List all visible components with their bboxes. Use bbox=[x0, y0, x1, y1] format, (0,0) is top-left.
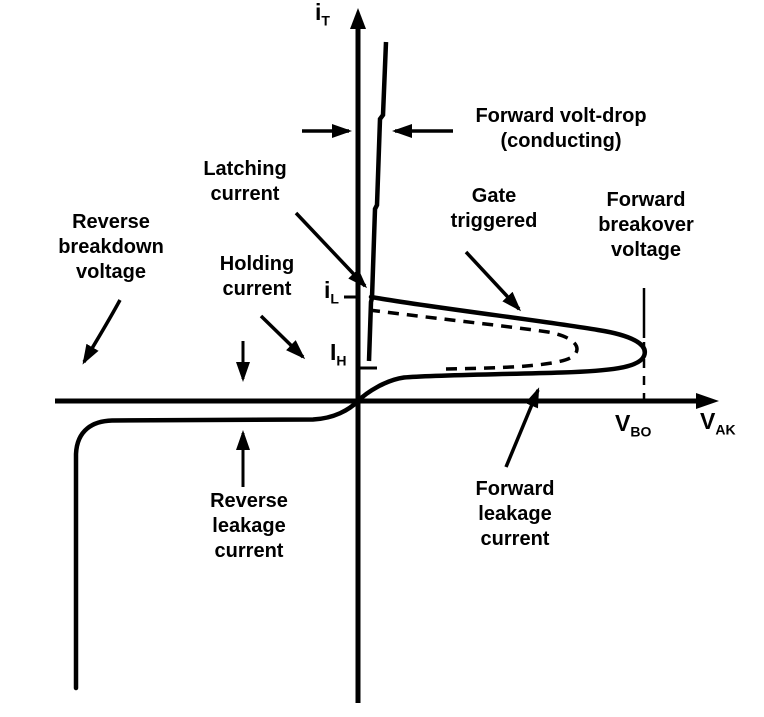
latching-tick-base: i bbox=[324, 277, 331, 303]
latching-current-arrow bbox=[294, 211, 368, 289]
blocking-and-reverse-curve bbox=[73, 294, 647, 691]
x-axis-label-base: V bbox=[700, 408, 716, 434]
holding-current-tick-label: IH bbox=[330, 339, 347, 368]
gate-triggered-curve bbox=[368, 308, 579, 371]
gate-triggered-label: Gate triggered bbox=[450, 185, 538, 232]
x-axis-label: VAK bbox=[700, 408, 736, 437]
x-axis-label-sub: AK bbox=[715, 421, 736, 438]
forward-leakage-current-label: Forward leakage current bbox=[475, 478, 555, 550]
holding-tick-sub: H bbox=[336, 352, 347, 369]
latching-tick-sub: L bbox=[330, 290, 339, 307]
forward-conducting-curve bbox=[366, 41, 389, 362]
y-axis-label: iT bbox=[315, 0, 330, 28]
gate-triggered-arrow bbox=[464, 250, 522, 312]
latching-current-tick-label: iL bbox=[324, 277, 339, 306]
breakover-voltage-tick-label: VBO bbox=[615, 410, 651, 439]
forward-leakage-arrow bbox=[504, 387, 540, 468]
holding-tick-base: I bbox=[330, 339, 337, 365]
y-axis-label-sub: T bbox=[321, 12, 330, 29]
latching-current-label: Latching current bbox=[203, 158, 287, 205]
breakover-tick-base: V bbox=[615, 410, 631, 436]
forward-breakover-voltage-label: Forward breakover voltage bbox=[598, 189, 694, 261]
y-axis-label-base: i bbox=[315, 0, 322, 25]
reverse-breakdown-voltage-label: Reverse breakdown voltage bbox=[58, 211, 164, 283]
y-axis-arrowhead-icon bbox=[350, 8, 366, 29]
holding-current-label: Holding current bbox=[219, 253, 295, 300]
breakover-tick-sub: BO bbox=[630, 423, 652, 440]
x-axis-arrowhead-icon bbox=[696, 393, 719, 409]
reverse-leakage-current-label: Reverse leakage current bbox=[210, 490, 288, 562]
holding-current-arrow bbox=[259, 314, 306, 360]
forward-volt-drop-label: Forward volt-drop (conducting) bbox=[475, 105, 647, 152]
reverse-breakdown-arrow bbox=[82, 299, 122, 365]
